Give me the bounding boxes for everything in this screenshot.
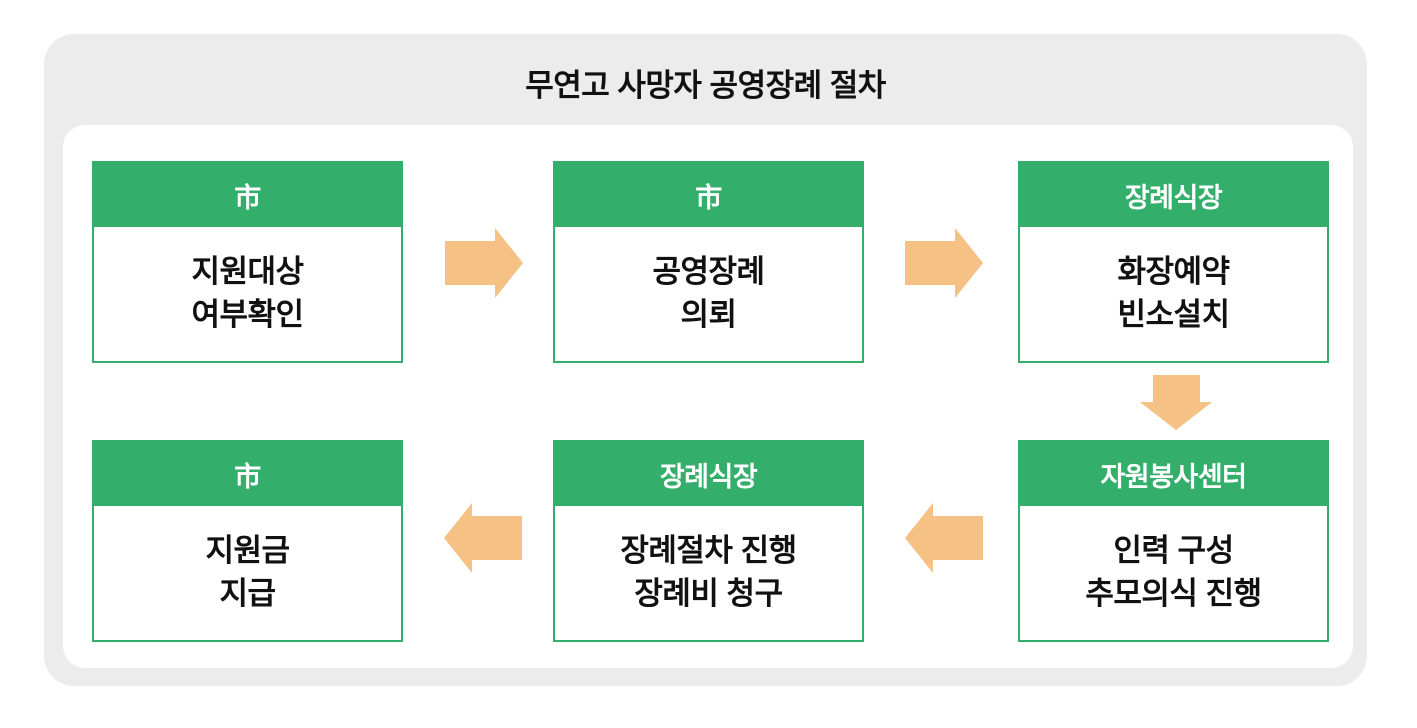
step-box-6-action: 지원금 지급 — [205, 533, 290, 611]
step-box-2-actor: 市 — [555, 163, 862, 227]
diagram-title: 무연고 사망자 공영장례 절차 — [525, 68, 886, 103]
step-box-4: 자원봉사센터 인력 구성 추모의식 진행 — [1018, 440, 1329, 642]
step-box-6-actor: 市 — [94, 442, 401, 506]
arrow-down-icon — [1140, 375, 1212, 430]
arrow-left-icon — [905, 503, 983, 573]
step-box-5: 장례식장 장례절차 진행 장례비 청구 — [553, 440, 864, 642]
arrow-left-icon — [444, 503, 522, 573]
step-box-3: 장례식장 화장예약 빈소설치 — [1018, 161, 1329, 363]
arrow-down-shape — [1140, 375, 1212, 430]
step-box-6: 市 지원금 지급 — [92, 440, 403, 642]
flowchart-container: 무연고 사망자 공영장례 절차 市 지원대상 여부확인 市 공영장례 의뢰 장례… — [44, 34, 1367, 686]
arrow-right-shape — [905, 228, 983, 298]
step-box-1-action: 지원대상 여부확인 — [191, 254, 304, 332]
arrow-right-icon — [905, 228, 983, 298]
step-box-3-actor: 장례식장 — [1020, 163, 1327, 227]
step-box-1-actor: 市 — [94, 163, 401, 227]
step-box-3-action: 화장예약 빈소설치 — [1117, 254, 1230, 332]
step-box-4-actor: 자원봉사센터 — [1020, 442, 1327, 506]
step-box-2-action: 공영장례 의뢰 — [652, 254, 765, 332]
step-box-4-action: 인력 구성 추모의식 진행 — [1085, 533, 1262, 611]
step-box-1: 市 지원대상 여부확인 — [92, 161, 403, 363]
arrow-right-shape — [445, 228, 523, 298]
arrow-right-icon — [445, 228, 523, 298]
flowchart-panel: 市 지원대상 여부확인 市 공영장례 의뢰 장례식장 화장예약 빈소설치 자원봉… — [63, 125, 1353, 668]
step-box-2: 市 공영장례 의뢰 — [553, 161, 864, 363]
step-box-5-actor: 장례식장 — [555, 442, 862, 506]
step-box-5-action: 장례절차 진행 장례비 청구 — [620, 533, 797, 611]
arrow-left-shape — [905, 503, 983, 573]
arrow-left-shape — [444, 503, 522, 573]
